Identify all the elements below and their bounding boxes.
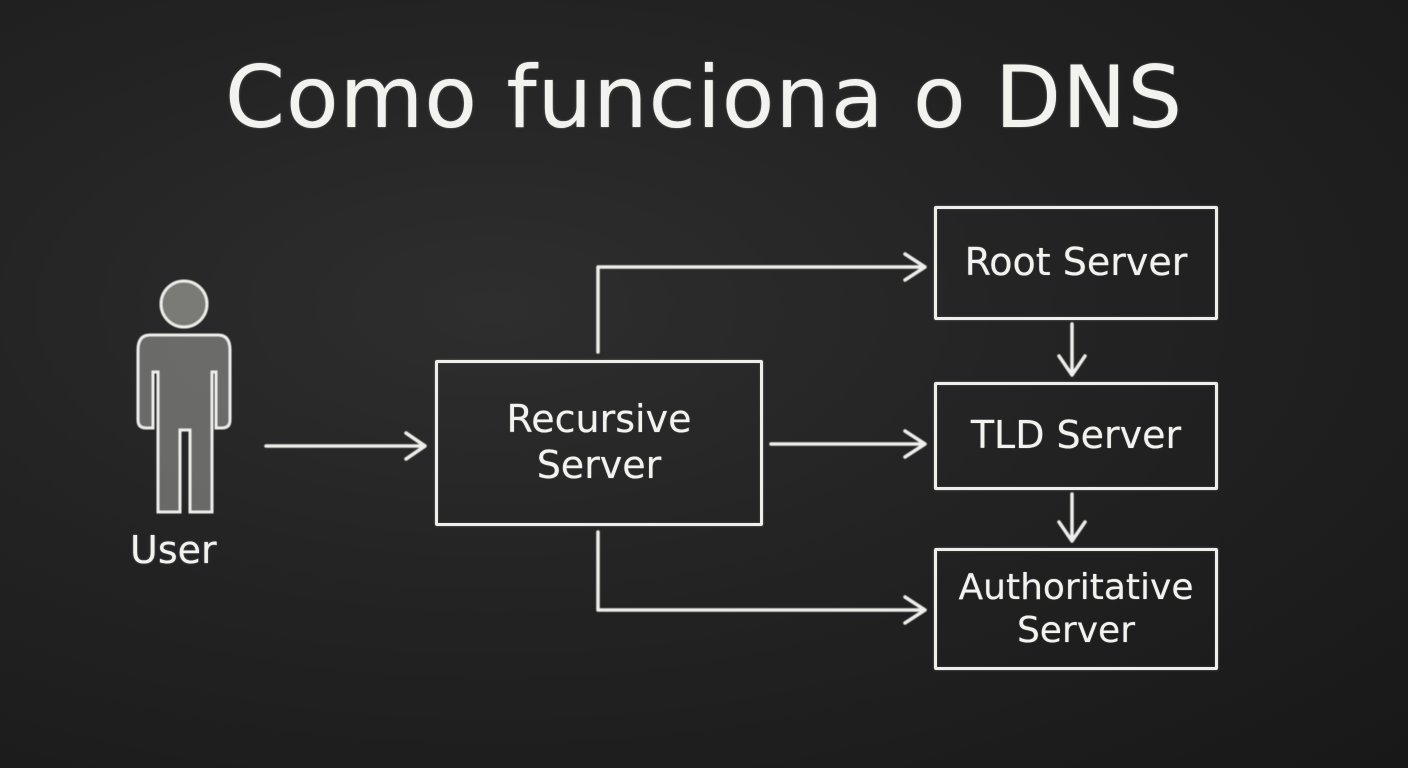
user-label: User bbox=[130, 528, 217, 572]
diagram-title: Como funciona o DNS bbox=[224, 48, 1184, 148]
tld-server-box: TLD Server bbox=[934, 382, 1218, 490]
arrow-recursive-to-authoritative bbox=[596, 530, 927, 625]
tld-server-label: TLD Server bbox=[970, 413, 1182, 458]
arrow-user-to-recursive bbox=[264, 431, 427, 461]
recursive-server-box: Recursive Server bbox=[435, 360, 763, 526]
user-icon bbox=[136, 279, 232, 514]
arrow-tld-to-authoritative bbox=[1057, 492, 1087, 543]
arrow-root-to-tld bbox=[1057, 322, 1087, 377]
root-server-label: Root Server bbox=[964, 240, 1188, 285]
authoritative-server-box: Authoritative Server bbox=[934, 548, 1218, 670]
arrow-recursive-to-tld bbox=[769, 429, 927, 459]
authoritative-server-label: Authoritative Server bbox=[958, 566, 1194, 651]
arrow-recursive-to-root bbox=[596, 252, 927, 354]
root-server-box: Root Server bbox=[934, 206, 1218, 320]
recursive-server-label: Recursive Server bbox=[506, 397, 692, 487]
